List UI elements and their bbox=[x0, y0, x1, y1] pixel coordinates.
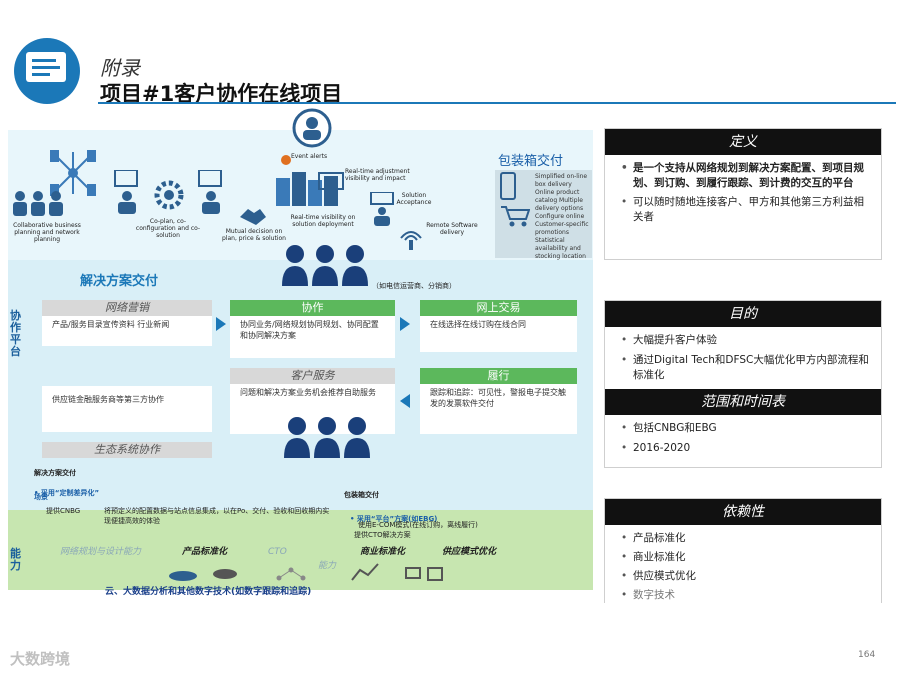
cloud-icon bbox=[168, 566, 198, 581]
antenna-icon bbox=[398, 224, 424, 250]
purpose-item: 通过Digital Tech和DFSC大幅优化甲方内部流程和标准化 bbox=[619, 353, 871, 383]
fulfillment-box: 履行 跟踪和追踪：可见性，警报电子提交触发的发票软件交付 bbox=[420, 368, 577, 434]
purpose-title: 目的 bbox=[605, 301, 881, 327]
supply-chain-body: 供应链金融服务商等第三方协作 bbox=[52, 395, 164, 404]
pack-delivery-title: 包装箱交付 bbox=[344, 491, 379, 499]
people-icon bbox=[10, 190, 65, 218]
customer-caption: （如电信运营商、分销商） bbox=[372, 282, 456, 290]
dependency-item: 商业标准化 bbox=[619, 550, 871, 565]
purpose-item: 大幅提升客户体验 bbox=[619, 333, 871, 348]
dependency-item: 数字技术 bbox=[619, 588, 871, 603]
capability-cto: CTO bbox=[268, 547, 287, 557]
avatar-icon bbox=[292, 108, 332, 148]
fulfillment-body: 跟踪和追踪：可见性，警报电子提交触发的发票软件交付 bbox=[430, 388, 566, 408]
network-nodes-icon bbox=[276, 566, 306, 582]
solution-delivery-label: 解决方案交付 bbox=[80, 274, 159, 289]
watermark: 大数跨境 bbox=[10, 650, 71, 668]
online-trade-body: 在线选择在线订购在线合同 bbox=[430, 320, 526, 329]
pack-delivery-desc: 使用E-COM模式(在线订购，离线履行) bbox=[358, 521, 478, 529]
capability-network-design: 网络规划与设计能力 bbox=[60, 547, 142, 557]
arrow-right-icon bbox=[400, 317, 410, 331]
remote-caption: Remote Software delivery bbox=[426, 222, 478, 236]
service-box: 客户服务 问题和解决方案业务机会推荐自助服务 bbox=[230, 368, 395, 434]
definition-item: 是一个支持从网络规划到解决方案配置、到项目规划、到订购、到履行跟踪、到计费的交互… bbox=[619, 161, 871, 191]
scope-item: 2016-2020 bbox=[619, 441, 871, 456]
service-title: 客户服务 bbox=[230, 368, 395, 384]
gear-icon bbox=[152, 178, 186, 212]
capability-commercial-std: 商业标准化 bbox=[360, 547, 406, 557]
network-icon bbox=[50, 150, 96, 196]
service-body: 问题和解决方案业务机会推荐自助服务 bbox=[240, 388, 376, 397]
dependency-panel: 依赖性 产品标准化 商业标准化 供应模式优化 数字技术 bbox=[604, 498, 882, 603]
screen-icon bbox=[318, 172, 344, 192]
scope-title: 范围和时间表 bbox=[605, 389, 881, 415]
mutual-caption: Mutual decision on plan, price & solutio… bbox=[222, 228, 286, 242]
dependency-item: 供应模式优化 bbox=[619, 569, 871, 584]
collab-title: 协作 bbox=[230, 300, 395, 316]
purpose-panel: 目的 大幅提升客户体验 通过Digital Tech和DFSC大幅优化甲方内部流… bbox=[604, 300, 882, 468]
marketing-box: 网络营销 产品/服务目录宣传资料 行业新闻 bbox=[42, 300, 212, 346]
appendix-label: 附录 bbox=[100, 56, 140, 80]
person-screen-icon bbox=[196, 169, 226, 214]
capability-mid-label: 能力 bbox=[318, 561, 337, 571]
analytics-icon bbox=[350, 562, 380, 582]
scope-item: 包括CNBG和EBG bbox=[619, 421, 871, 436]
chart-icon bbox=[212, 564, 238, 580]
person-screen-icon bbox=[368, 191, 396, 226]
event-caption: Event alerts bbox=[291, 153, 328, 160]
collab-box: 协作 协同业务/网络规划协同规划、协同配置和协同解决方案 bbox=[230, 300, 395, 358]
capability-product-std: 产品标准化 bbox=[182, 547, 228, 557]
definition-panel: 定义 是一个支持从网络规划到解决方案配置、到项目规划、到订购、到履行跟踪、到计费… bbox=[604, 128, 882, 260]
online-trade-box: 网上交易 在线选择在线订购在线合同 bbox=[420, 300, 577, 352]
service-team-icon bbox=[282, 414, 372, 458]
fulfillment-title: 履行 bbox=[420, 368, 577, 384]
page-number: 164 bbox=[858, 650, 876, 660]
monitor-icon bbox=[26, 52, 66, 82]
supply-chain-box: 供应链金融服务商等第三方协作 bbox=[42, 386, 212, 432]
phone-icon bbox=[500, 172, 516, 200]
coplan-caption: Co-plan, co-configuration and co-solutio… bbox=[135, 218, 201, 239]
header-rule bbox=[98, 102, 896, 104]
platform-side-label: 协作平台 bbox=[10, 309, 21, 358]
person-screen-icon bbox=[112, 169, 142, 214]
dependency-title: 依赖性 bbox=[605, 499, 881, 525]
dependency-item: 产品标准化 bbox=[619, 531, 871, 546]
pack-delivery-tag: 提供CTO解决方案 bbox=[354, 531, 411, 539]
arrow-left-icon bbox=[400, 394, 410, 408]
solution-delivery-mode: • 采用“定制差异化” bbox=[34, 489, 100, 497]
capability-supply-model: 供应模式优化 bbox=[442, 547, 497, 557]
definition-item: 可以随时随地连接客户、甲方和其他第三方利益相关者 bbox=[619, 195, 871, 225]
realtime-vis-caption: Real-time visibility on solution deploym… bbox=[290, 214, 356, 228]
definition-title: 定义 bbox=[605, 129, 881, 155]
customer-group-icon bbox=[280, 242, 370, 286]
bottom-note: 云、大数据分析和其他数字技术(如数字跟踪和追踪) bbox=[105, 587, 312, 597]
solution-delivery-tag: 提供CNBG bbox=[46, 507, 81, 515]
ecosystem-title: 生态系统协作 bbox=[42, 442, 212, 458]
pack-items: Simplified on-line box delivery Online p… bbox=[535, 173, 589, 260]
handshake-icon bbox=[238, 205, 268, 227]
realtime-adj-caption: Real-time adjustment visibility and impa… bbox=[345, 168, 410, 182]
marketing-body: 产品/服务目录宣传资料 行业新闻 bbox=[52, 320, 170, 329]
solution-accept-caption: Solution Acceptance bbox=[396, 192, 432, 206]
alert-icon bbox=[281, 150, 291, 165]
pack-delivery-mode: • 采用“平台”方案(如EBG) bbox=[350, 515, 438, 523]
pack-delivery-label: 包装箱交付 bbox=[498, 154, 564, 169]
marketing-title: 网络营销 bbox=[42, 300, 212, 316]
collab-body: 协同业务/网络规划协同规划、协同配置和协同解决方案 bbox=[240, 320, 379, 340]
online-trade-title: 网上交易 bbox=[420, 300, 577, 316]
solution-delivery-scene: 场景 bbox=[34, 493, 48, 501]
devices-icon bbox=[404, 566, 444, 582]
solution-delivery-title: 解决方案交付 bbox=[34, 469, 76, 477]
arrow-right-icon bbox=[216, 317, 226, 331]
pack-delivery-panel bbox=[495, 170, 592, 258]
capability-side-label: 能力 bbox=[10, 547, 21, 572]
solution-delivery-desc: 将预定义的配置数据与站点信息集成，以在Po、交付、验收和回收期内实现便捷高效的体… bbox=[104, 507, 330, 525]
cart-icon bbox=[500, 205, 531, 227]
collab-caption: Collaborative business planning and netw… bbox=[13, 222, 81, 243]
